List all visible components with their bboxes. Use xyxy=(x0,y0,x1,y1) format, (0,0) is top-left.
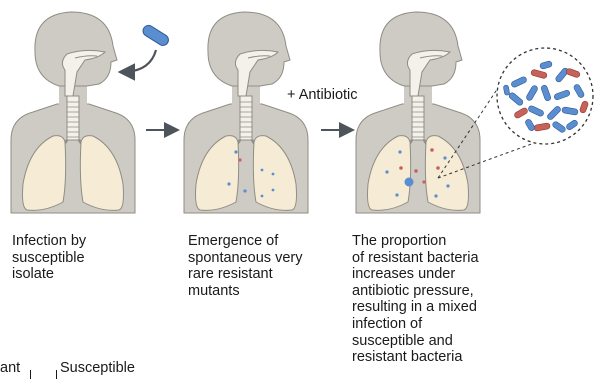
caption-line: Infection by xyxy=(12,233,86,249)
caption-line: spontaneous very xyxy=(188,250,302,266)
caption-line: of resistant bacteria xyxy=(352,250,479,266)
caption-line: Emergence of xyxy=(188,233,278,249)
caption-line: antibiotic pressure, xyxy=(352,283,474,299)
caption-line: susceptible and xyxy=(352,333,453,349)
person-panel-1 xyxy=(11,12,135,213)
caption-panel-2: Emergence ofspontaneous veryrare resista… xyxy=(188,233,338,299)
caption-line: isolate xyxy=(12,266,54,282)
caption-line: increases under xyxy=(352,266,455,282)
legend-resistant-fragment: ant xyxy=(0,360,20,376)
incoming-bacterium xyxy=(141,23,171,47)
caption-line: resulting in a mixed xyxy=(352,299,477,315)
caption-line: mutants xyxy=(188,283,240,299)
person-panel-3 xyxy=(356,12,480,213)
caption-line: susceptible xyxy=(12,250,85,266)
caption-panel-3: The proportionof resistant bacteriaincre… xyxy=(352,233,522,366)
infection-arrow xyxy=(122,50,156,72)
caption-line: infection of xyxy=(352,316,422,332)
legend-susceptible: Susceptible xyxy=(60,360,135,376)
caption-line: rare resistant xyxy=(188,266,273,282)
caption-line: The proportion xyxy=(352,233,446,249)
caption-line: resistant bacteria xyxy=(352,349,462,365)
antibiotic-label: + Antibiotic xyxy=(287,87,358,103)
caption-panel-1: Infection bysusceptibleisolate xyxy=(12,233,162,283)
person-panel-2 xyxy=(184,12,308,213)
